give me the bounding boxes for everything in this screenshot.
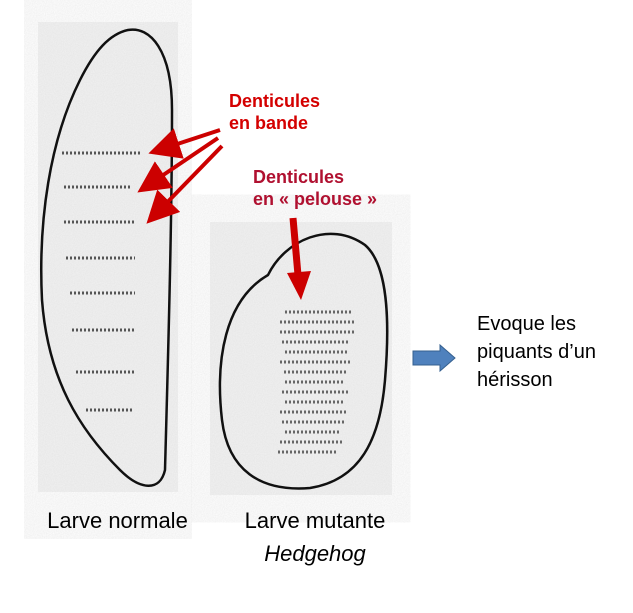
note-line3: hérisson (477, 369, 553, 391)
banded-arrows (137, 128, 224, 224)
banded-label-line1: Denticules (229, 91, 321, 111)
caption-mutant: Larve mutante (244, 508, 386, 533)
lawn-arrow (287, 217, 311, 300)
lawn-label-line1: Denticules (253, 167, 345, 187)
mutant-larva-image (210, 222, 392, 495)
note-line2: piquants d’un (477, 341, 596, 363)
denticle-bands (62, 151, 140, 412)
normal-larva-image (38, 22, 178, 492)
hedgehog-note: Evoque les piquants d’un hérisson (477, 310, 596, 394)
block-arrow-icon (412, 343, 456, 373)
banded-label-line2: en bande (229, 113, 309, 133)
lawn-label-line2: en « pelouse » (253, 189, 378, 209)
caption-normal: Larve normale (47, 508, 188, 533)
banded-label: Denticules en bande (229, 90, 320, 134)
denticle-lawn (278, 310, 355, 454)
caption-mutant-name: Hedgehog (264, 541, 366, 566)
note-line1: Evoque les (477, 313, 576, 335)
lawn-label: Denticules en « pelouse » (253, 166, 377, 210)
